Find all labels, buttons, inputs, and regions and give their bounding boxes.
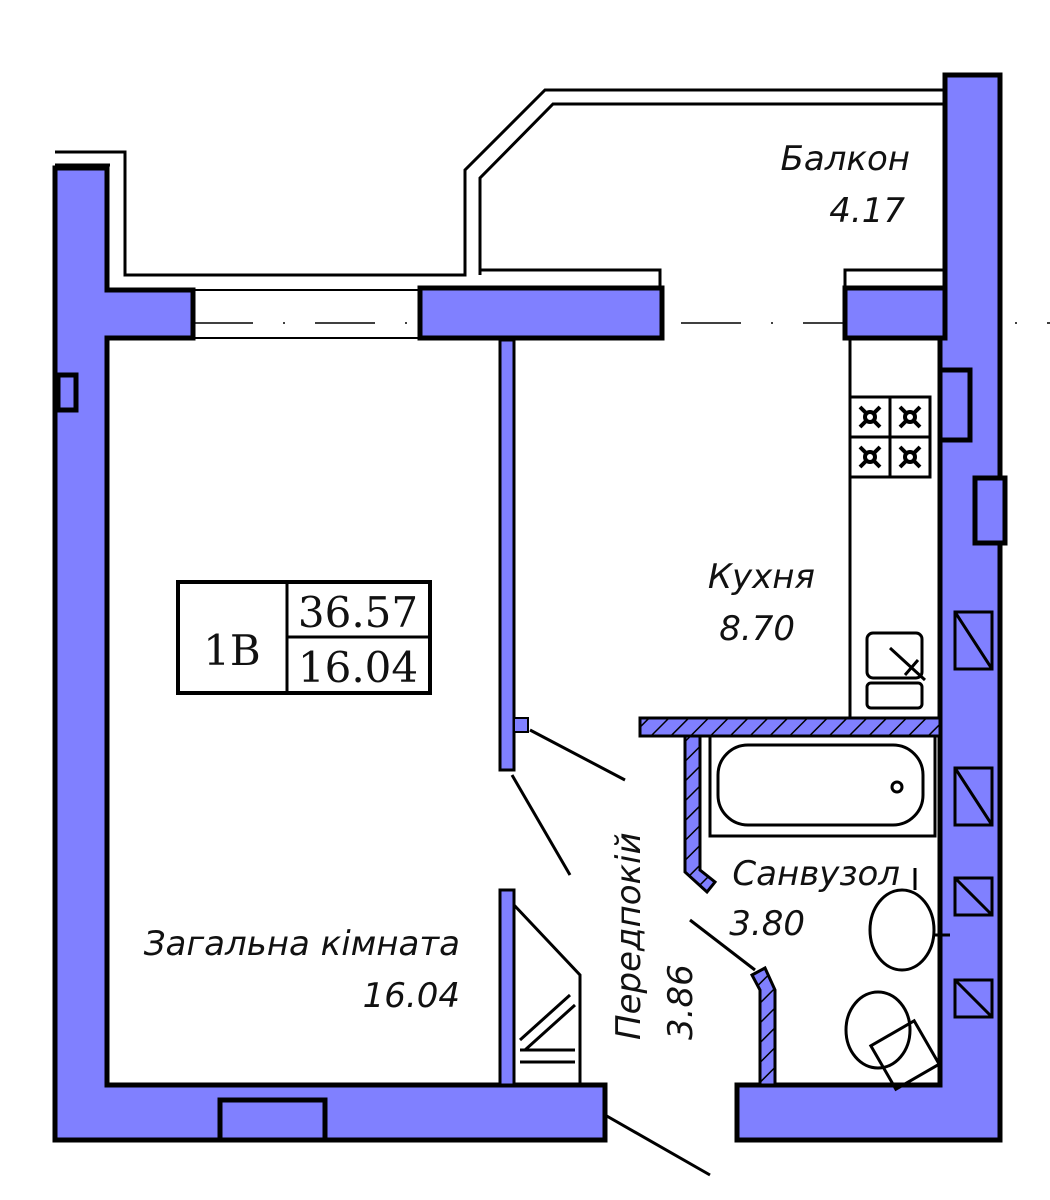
kitchen-counter [848,338,932,718]
living-room-area: 16.04 [363,976,460,1016]
balcony-railing [55,88,945,290]
washbasin-icon [868,868,950,972]
stove-icon [858,405,922,469]
walls [52,72,1008,1143]
kitchen-sink-icon [865,631,927,710]
kitchen-area: 8.70 [719,609,795,649]
apartment-type: 1В [203,626,261,675]
ventilation-ducts [953,610,994,1019]
bathtub-icon [708,734,937,838]
balcony-area: 4.17 [829,191,905,231]
balcony-name: Балкон [781,139,910,179]
total-area: 36.57 [298,588,418,637]
window [192,289,1050,339]
bathroom-area: 3.80 [729,904,805,944]
toilet-icon [844,990,942,1092]
bathroom-name: Санвузол [732,854,900,894]
apartment-info-box: 1В 36.57 16.04 [176,580,432,695]
hallway-name: Передпокій [609,832,649,1040]
doors [510,728,756,1177]
wardrobe [512,903,582,1085]
kitchen-name: Кухня [708,557,815,597]
hallway-area: 3.86 [661,964,701,1040]
living-area: 16.04 [298,643,418,692]
living-room-name: Загальна кімната [144,924,460,964]
